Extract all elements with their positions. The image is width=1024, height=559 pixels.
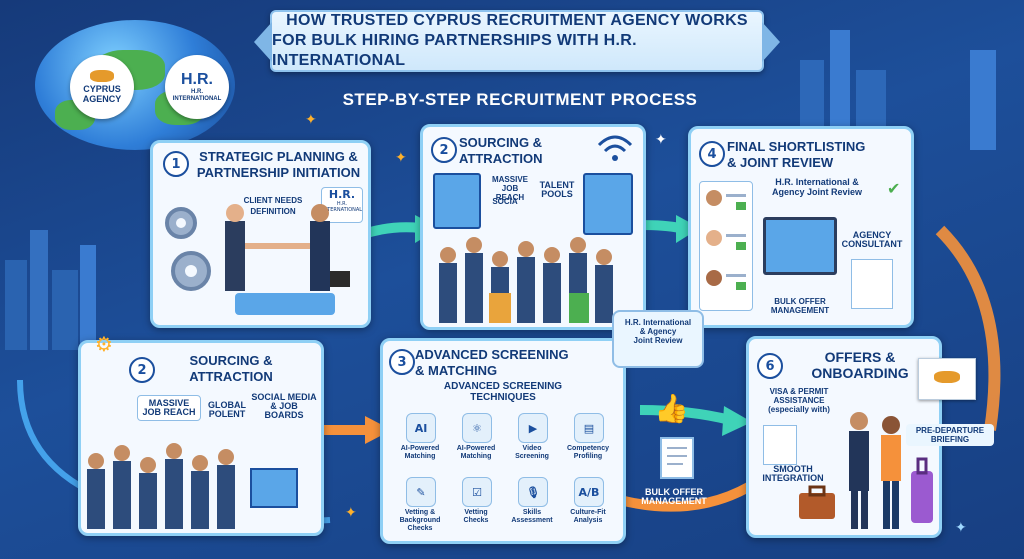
mid-bulk-offer-label: BULK OFFER MANAGEMENT [641,487,707,506]
client-needs-label: CLIENT NEEDS DEFINITION [243,196,303,216]
step-2-bottom-title: SOURCING & ATTRACTION [189,353,273,384]
wifi-icon [597,135,633,161]
step-4-number: 4 [699,141,725,167]
candidate-avatars [706,190,746,290]
step-2-top-title: SOURCING & ATTRACTION [459,135,543,166]
screening-tile: 🎙 Skills Assessment [505,477,559,537]
screening-tile-label: Skills Assessment [511,509,553,524]
gear-icon [165,207,211,291]
screening-tile-icon: ✎ [406,477,436,507]
screening-tile-icon: AI [406,413,436,443]
tablet-left [433,173,481,229]
screening-tile-icon: ▤ [574,413,604,443]
suitcase-icon [911,457,933,523]
screening-tile: ☑ Vetting Checks [449,477,503,537]
step-1-number: 1 [163,151,189,177]
social-label: SOCIA [492,197,518,206]
step-6-card: 6 OFFERS & ONBOARDING VISA & PERMIT ASSI… [746,336,942,538]
sparkle-icon: ✦ [395,150,407,166]
screening-tile: ▤ Competency Profiling [561,413,615,473]
crowd-illustration [439,237,613,323]
tablet-right [583,173,633,235]
pre-departure-label: PRE-DEPARTURE BRIEFING [906,424,994,446]
gear-orange-icon: ⚙ [95,332,113,356]
screening-techniques-label: ADVANCED SCREENING TECHNIQUES [443,381,563,403]
briefcase-icon [799,485,835,519]
step-4-card: 4 FINAL SHORTLISTING & JOINT REVIEW H.R.… [688,126,914,328]
handshake-illustration [225,204,350,315]
check-icon: ✔ [887,179,901,198]
step-2-top-number: 2 [431,137,457,163]
cyprus-flag [918,358,976,400]
step-3-title: ADVANCED SCREENING & MATCHING [415,347,569,378]
hr-name: H.R. INTERNATIONAL [172,89,222,102]
screening-tile-label: Culture-Fit Analysis [570,509,606,524]
screening-tile: A/B Culture-Fit Analysis [561,477,615,537]
screening-tile-icon: ▶ [518,413,548,443]
thumbs-up-icon: 👍 [654,392,689,425]
step-3-number: 3 [389,349,415,375]
step-2-bottom-card: 2 SOURCING & ATTRACTION MASSIVE JOB REAC… [78,340,324,536]
screening-tile: ⚛ AI-Powered Matching [449,413,503,473]
cyprus-agency-label: CYPRUS AGENCY [82,84,122,104]
step-1-title: STRATEGIC PLANNING & PARTNERSHIP INITIAT… [196,149,361,180]
mid-review-bubble: H.R. International & Agency Joint Review [612,310,704,368]
step-1-card: 1 STRATEGIC PLANNING & PARTNERSHIP INITI… [150,140,371,328]
screening-tile: ✎Vetting & Background Checks [393,477,447,537]
screening-tile-label: Vetting & Background Checks [399,509,441,532]
talent-pools-label: TALENT POOLS [539,180,575,199]
screening-tile-label: AI-Powered Matching [456,445,496,460]
agency-consultant-label: AGENCY CONSULTANT [841,230,903,249]
screening-tile-label: Competency Profiling [566,445,609,460]
audience-illustration [87,443,298,529]
onboarding-people [849,412,901,529]
social-media-label: SOCIAL MEDIA & JOB BOARDS [251,392,317,420]
joint-review-label: H.R. International & Agency Joint Review [771,177,863,197]
sparkle-icon: ✦ [305,112,317,128]
cyprus-agency-badge: CYPRUS AGENCY [70,55,134,119]
monitor-illustration [763,217,837,275]
sparkle-icon: ✦ [955,520,967,536]
step-3-card: 3 ADVANCED SCREENING & MATCHING ADVANCED… [380,338,626,544]
screening-tile-icon: ☑ [462,477,492,507]
checklist-icon [763,425,797,465]
document-icon [660,437,694,479]
screening-tile: AI AI-Powered Matching [393,413,447,473]
screening-tile-icon: 🎙 [518,477,548,507]
sparkle-icon: ✦ [655,132,667,148]
visa-permit-label: VISA & PERMIT ASSISTANCE (especially wit… [768,387,830,414]
sparkle-icon: ✦ [345,505,357,521]
global-talent-label: GLOBAL POLENT [208,400,246,419]
step-6-title: OFFERS & ONBOARDING [811,349,909,381]
title-banner: HOW TRUSTED CYPRUS RECRUITMENT AGENCY WO… [254,10,780,72]
screening-tile-icon: A/B [574,477,604,507]
title-line-1: HOW TRUSTED CYPRUS RECRUITMENT AGENCY WO… [286,12,748,29]
title-line-2: FOR BULK HIRING PARTNERSHIPS WITH H.R. I… [272,32,637,69]
step-2-bottom-number: 2 [129,357,155,383]
contract-document [851,259,893,309]
mid-review-label: H.R. International & Agency Joint Review [624,318,692,345]
hr-international-badge: H.R. H.R. INTERNATIONAL [165,55,229,119]
massive-job-reach-label: MASSIVE JOB REACH [491,175,528,202]
screening-tile-icon: ⚛ [462,413,492,443]
screening-tile: ▶ Video Screening [505,413,559,473]
city-skyline-left [5,230,96,350]
screening-tile-label: Video Screening [515,445,549,460]
massive-job-reach-bottom-label: MASSIVE JOB REACH [137,395,201,421]
screening-tile-label: Vetting Checks [463,509,489,524]
step-2-top-card: 2 SOURCING & ATTRACTION MASSIVE JOB REAC… [420,124,646,330]
step-4-title: FINAL SHORTLISTING & JOINT REVIEW [727,139,866,170]
bulk-offer-label: BULK OFFER MANAGEMENT [770,297,830,315]
step-6-number: 6 [757,353,783,379]
screening-tile-label: AI-Powered Matching [400,445,440,460]
candidate-list [699,181,753,311]
smooth-integration-label: SMOOTH INTEGRATION [762,464,824,483]
process-subtitle: STEP-BY-STEP RECRUITMENT PROCESS [342,90,698,109]
hr-logo: H.R. [181,71,213,88]
